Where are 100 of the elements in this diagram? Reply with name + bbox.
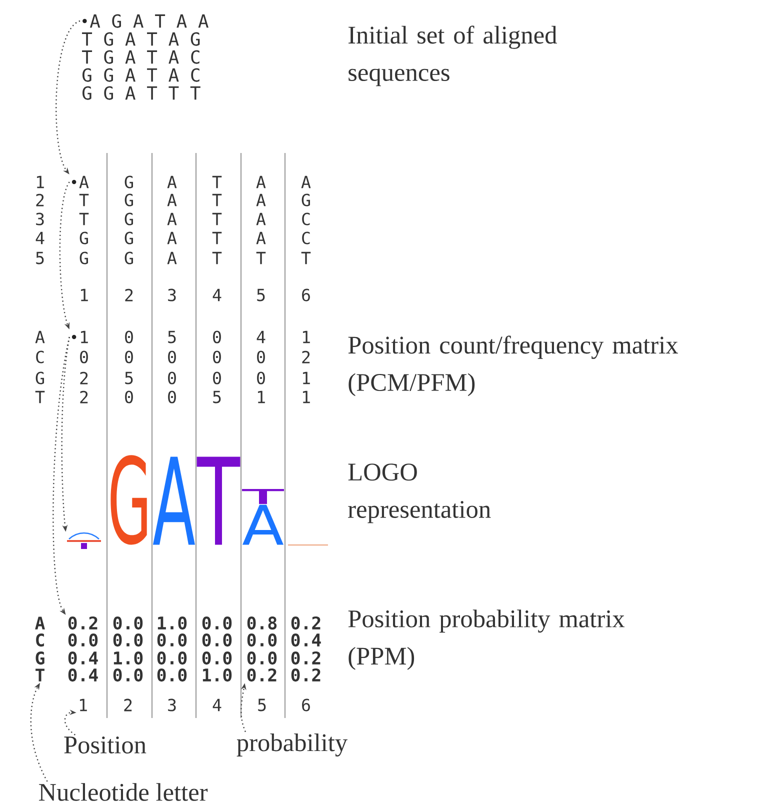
description-text: Initial set of aligned sequences: [348, 26, 557, 86]
probability-value: 0.4: [68, 651, 98, 665]
probability-value: 0.0: [113, 633, 143, 647]
sequence-letter: A: [256, 212, 266, 226]
sequence-letter: T: [79, 212, 89, 226]
probability-value: 0.0: [157, 668, 187, 682]
count-value: 0: [257, 350, 265, 364]
probability-value: 0.0: [113, 668, 143, 682]
sequence-letter: C: [302, 232, 310, 244]
sequence-letter: A: [256, 232, 266, 244]
count-value: 0: [168, 372, 176, 384]
nucleotide-letter: C: [36, 350, 44, 364]
count-value: 5: [168, 330, 176, 344]
stacked-letter: G: [110, 455, 147, 545]
probability-value: 0.2: [68, 616, 98, 630]
row-number: 2: [36, 194, 44, 206]
column-number: 4: [212, 698, 222, 712]
probability-value: 0.2: [291, 668, 320, 682]
pointer-label: Position: [64, 736, 146, 754]
probability-value: 0.0: [247, 651, 277, 665]
sequence-letter: T: [212, 194, 222, 206]
count-value: 0: [125, 390, 133, 404]
probability-value: 0.4: [68, 668, 98, 682]
sequence-letter: T: [212, 212, 222, 226]
sequence-letter: A: [256, 176, 266, 188]
count-value: 2: [80, 372, 88, 384]
probability-value: 0.2: [291, 616, 320, 630]
sequence-letter: A: [167, 212, 177, 226]
count-value: 1: [302, 390, 310, 404]
sequence-row: A G A T A A: [82, 14, 208, 28]
probability-value: 1.0: [158, 616, 187, 630]
sequence-letter: G: [80, 232, 88, 244]
sequence-letter: G: [124, 212, 133, 226]
nucleotide-letter: A: [35, 330, 45, 344]
sequence-letter: A: [167, 252, 177, 264]
description-text: Position probability matrix (PPM): [348, 610, 625, 670]
column-number: 1: [80, 698, 87, 712]
probability-value: 0.8: [247, 616, 277, 630]
column-number: 5: [258, 698, 266, 712]
row-number: 4: [36, 232, 44, 244]
column-number: 5: [257, 288, 265, 302]
probability-value: 0.0: [202, 633, 232, 647]
count-value: 0: [213, 330, 221, 344]
count-value: 0: [168, 390, 176, 404]
pointer-label: probability: [236, 734, 348, 757]
probability-value: 0.0: [202, 616, 232, 630]
sequence-letter: T: [212, 252, 222, 264]
sequence-letter: T: [256, 252, 266, 264]
count-value: 0: [257, 372, 265, 384]
probability-value: 0.0: [157, 651, 187, 665]
sequence-letter: G: [124, 194, 133, 206]
sequence-letter: T: [79, 194, 89, 206]
count-value: 1: [302, 330, 310, 344]
description-text: Position count/frequency matrix (PCM/PFM): [348, 336, 678, 396]
count-value: 1: [302, 372, 310, 384]
stacked-letter: T: [196, 456, 240, 545]
probability-value: 0.4: [291, 633, 321, 647]
probability-value: 0.2: [247, 668, 276, 682]
count-value: 1: [72, 330, 88, 344]
nucleotide-letter: C: [36, 633, 44, 647]
small-letters-drawing: [67, 532, 101, 549]
probability-value: 1.0: [114, 651, 143, 665]
stacked-letter: A: [242, 504, 284, 545]
sequence-row: G G A T T T: [82, 86, 200, 100]
column-number: 2: [124, 698, 132, 712]
count-value: 2: [302, 350, 310, 364]
sequence-letter: A: [167, 232, 177, 244]
probability-value: 1.0: [202, 668, 232, 682]
sequence-letter: T: [301, 252, 311, 264]
nucleotide-letter: A: [35, 616, 45, 630]
pointer-label: Nucleotide letter: [38, 783, 208, 801]
count-value: 5: [125, 372, 133, 384]
sequence-row: T G A T A G: [82, 32, 200, 46]
sequence-letter: G: [124, 252, 133, 264]
count-value: 0: [80, 350, 88, 364]
sequence-letter: C: [302, 212, 310, 226]
count-value: 4: [256, 330, 266, 344]
column-number: 2: [125, 288, 133, 302]
sequence-letter: T: [212, 176, 222, 188]
sequence-letter: G: [302, 194, 310, 206]
row-number: 3: [36, 212, 44, 226]
probability-value: 0.2: [291, 651, 320, 665]
column-number: 6: [302, 698, 310, 712]
sequence-letter: G: [80, 252, 88, 264]
row-number: 1: [37, 176, 44, 188]
sequence-letter: A: [72, 176, 89, 188]
count-value: 1: [258, 390, 265, 404]
sequence-letter: T: [212, 232, 222, 244]
sequence-letter: A: [167, 176, 177, 188]
count-value: 5: [213, 390, 221, 404]
sequence-letter: A: [256, 194, 266, 206]
probability-value: 0.0: [157, 633, 187, 647]
probability-value: 0.0: [113, 616, 143, 630]
column-number: 1: [81, 288, 88, 302]
row-number: 5: [36, 252, 44, 264]
count-value: 0: [125, 350, 133, 364]
stacked-letter: A: [152, 456, 195, 545]
count-value: 0: [213, 350, 221, 364]
nucleotide-letter: G: [36, 651, 44, 665]
column-number: 3: [168, 288, 176, 302]
